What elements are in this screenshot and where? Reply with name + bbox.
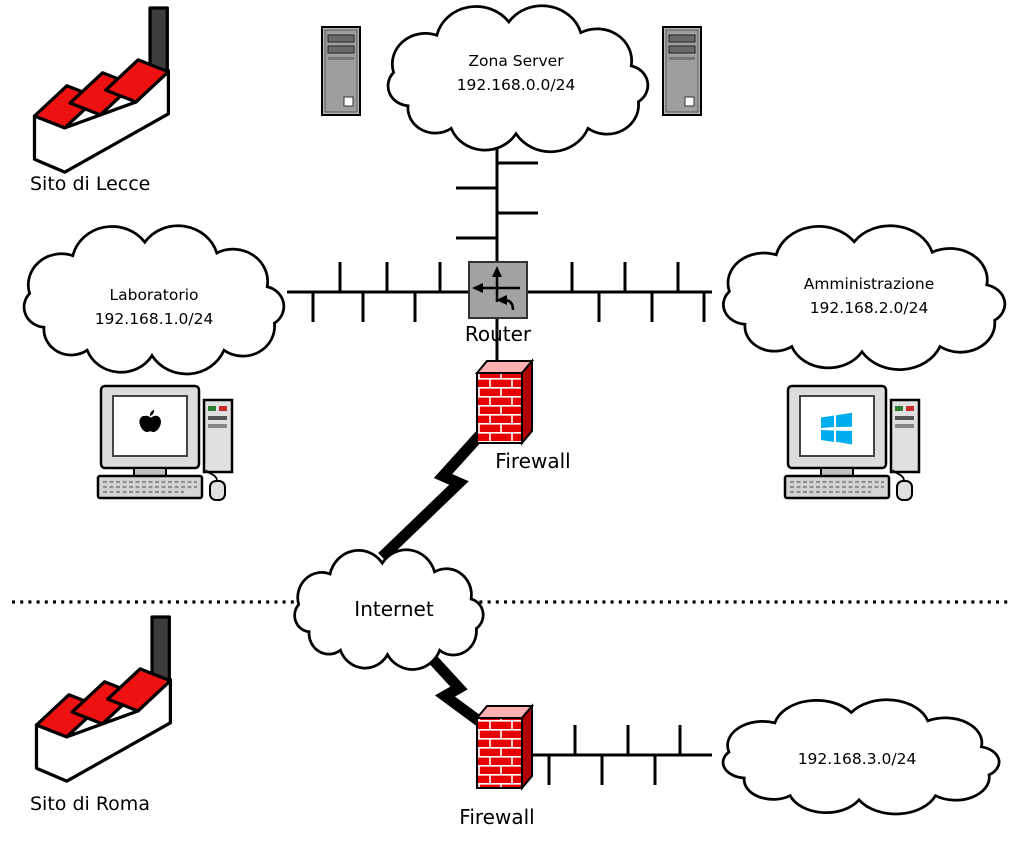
factory-roof-panel: [106, 667, 173, 713]
laboratorio-subnet: 192.168.1.0/24: [94, 310, 214, 328]
site-roma-label: Sito di Roma: [30, 793, 150, 815]
factory-walls: [32, 69, 171, 174]
network-cloud-shape-zona-server: [388, 6, 648, 152]
network-cloud-shape-amministrazione: [723, 226, 1004, 370]
mouse: [209, 480, 226, 501]
router-label: Router: [464, 322, 532, 346]
firewall-top-label: Firewall: [495, 449, 571, 473]
computer-tower: [202, 398, 234, 474]
apple-logo-icon: [139, 410, 161, 433]
brick-firewall-icon-bottom: [474, 703, 535, 791]
ethernet-bus-server-zone: [456, 142, 538, 263]
router-switch-icon: [468, 261, 528, 319]
laboratorio-title: Laboratorio: [109, 286, 199, 304]
server-tower-icon-left: [321, 26, 361, 116]
amministrazione-subnet: 192.168.2.0/24: [809, 299, 929, 317]
mouse: [896, 480, 913, 501]
mouse-cable: [892, 469, 905, 482]
windows-desktop-computer-icon: [783, 384, 921, 501]
keyboard-keys: [103, 480, 197, 494]
zona-server-subnet: 192.168.0.0/24: [456, 76, 576, 94]
factory-roof-panel: [104, 58, 171, 104]
monitor-screen: [799, 395, 875, 457]
amministrazione-title: Amministrazione: [803, 275, 935, 293]
zona-server-title: Zona Server: [468, 52, 564, 70]
network-cloud-shape-laboratorio: [24, 226, 284, 374]
rete-roma-subnet: 192.168.3.0/24: [797, 750, 917, 768]
windows-logo-icon: [821, 412, 852, 445]
computer-tower: [889, 398, 921, 474]
ethernet-bus-right: [527, 262, 712, 322]
keyboard-keys: [790, 480, 884, 494]
ethernet-bus-left: [287, 262, 470, 322]
mouse-cable: [205, 469, 218, 482]
factory-building-icon-lecce: [32, 6, 171, 174]
site-lecce-label: Sito di Lecce: [30, 173, 151, 195]
network-cloud-shape-internet: [295, 550, 484, 670]
brick-firewall-icon-top: [474, 358, 535, 446]
lightning-bolt-link-icon-top: [378, 430, 486, 561]
factory-walls: [34, 678, 173, 783]
ethernet-bus-roma: [530, 725, 712, 785]
firewall-bottom-label: Firewall: [459, 805, 535, 829]
internet-label: Internet: [354, 597, 434, 621]
network-cloud-shape-rete-roma: [723, 700, 999, 814]
server-tower-icon-right: [662, 26, 702, 116]
lightning-bolt-link-icon-bottom: [420, 647, 491, 732]
mac-desktop-computer-icon: [96, 384, 234, 501]
factory-building-icon-roma: [34, 615, 173, 783]
